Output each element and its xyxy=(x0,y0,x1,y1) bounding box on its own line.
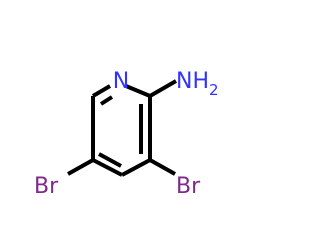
bonds xyxy=(67,79,177,177)
molecule-structure: N NH2 Br Br xyxy=(34,69,219,199)
bond-n1-c2 xyxy=(125,84,151,98)
bond-c6-n1 xyxy=(91,84,112,98)
atom-nh2-label: NH2 xyxy=(176,69,219,99)
bond-c3-c4 xyxy=(121,158,151,177)
bond-c6-n1-inner xyxy=(99,95,114,106)
bond-c3-br xyxy=(149,158,176,176)
atom-nh2-text: NH xyxy=(176,69,209,94)
atom-labels: N NH2 Br Br xyxy=(34,69,219,199)
bond-c4-c5 xyxy=(92,158,123,177)
bond-c4-c5-inner xyxy=(98,152,122,168)
atom-br5-label: Br xyxy=(34,174,59,199)
bond-c5-br xyxy=(67,158,94,176)
atom-n1-label: N xyxy=(113,69,129,94)
bond-c2-nh2 xyxy=(149,79,177,98)
atom-br3-label: Br xyxy=(176,174,201,199)
atom-nh2-subscript: 2 xyxy=(209,81,219,99)
